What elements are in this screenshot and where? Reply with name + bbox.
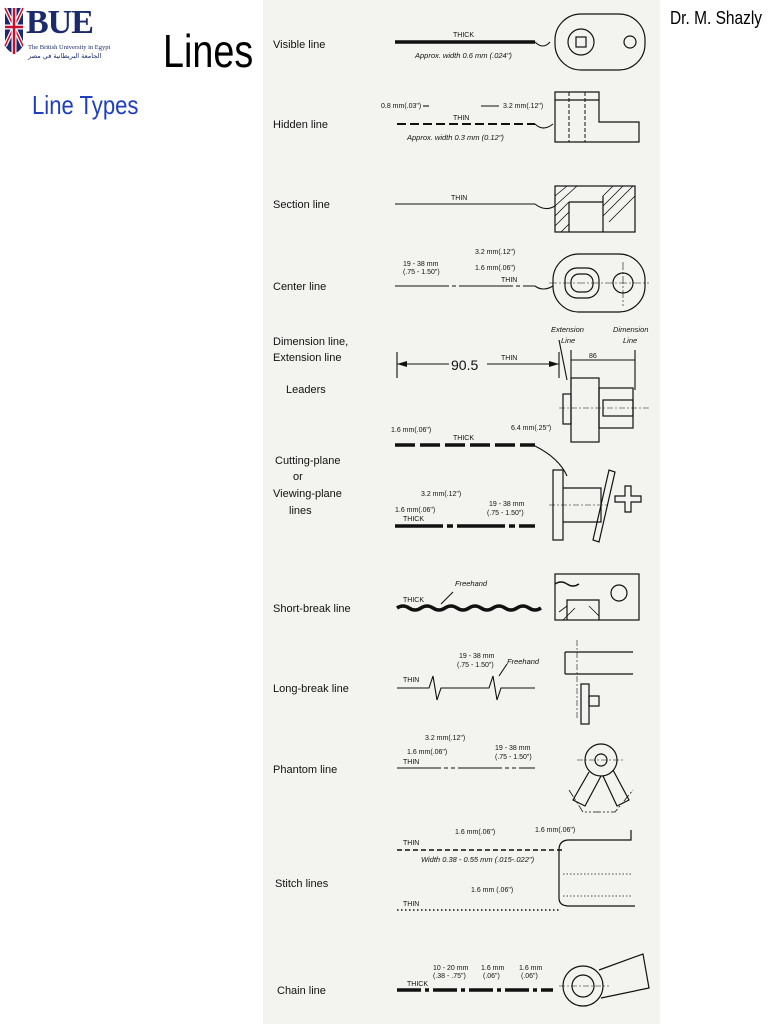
note-center-long-in: (.75 - 1.50") xyxy=(403,269,440,276)
note-hidden-width: Approx. width 0.3 mm (0.12") xyxy=(406,133,504,142)
dimension-line-part-drawing xyxy=(558,339,649,443)
note-center-long: 19 - 38 mm xyxy=(403,261,439,268)
note-hidden-dash: 0.8 mm(.03") xyxy=(381,103,421,110)
page-subtitle: Line Types xyxy=(32,90,139,120)
logo-subtitle-en: The British University in Egypt xyxy=(28,44,111,51)
phantom-line-sample: 3.2 mm(.12") 1.6 mm(.06") 19 - 38 mm (.7… xyxy=(397,735,634,813)
label-chain-line: Chain line xyxy=(277,985,326,997)
dimension-line-sample: 90.5 THIN Extension Line Dimension Line … xyxy=(396,325,649,443)
long-break-line-sample: 19 - 38 mm (.75 - 1.50") Freehand THIN xyxy=(397,640,633,725)
note-hidden-len: 3.2 mm(.12") xyxy=(503,103,543,110)
note-lb-long-in: (.75 - 1.50") xyxy=(457,662,494,669)
note-thick-short-break: THICK xyxy=(403,597,424,604)
section-line-part-drawing xyxy=(554,185,636,233)
note-st-16b: 1.6 mm(.06") xyxy=(535,827,575,834)
note-ch-1020: 10 - 20 mm xyxy=(433,965,469,972)
label-center-line: Center line xyxy=(273,281,326,293)
long-break-part-drawing xyxy=(564,640,633,725)
note-extension: Extension xyxy=(551,325,584,334)
author-name: Dr. M. Shazly xyxy=(669,8,762,28)
note-thin-stitch: THIN xyxy=(403,840,419,847)
label-extension-line: Extension line xyxy=(273,352,342,364)
label-or: or xyxy=(293,471,303,483)
note-thin-dim: THIN xyxy=(501,355,517,362)
logo-text: BUE xyxy=(26,4,94,41)
label-viewing-plane: Viewing-plane xyxy=(273,488,342,500)
label-long-break-line: Long-break line xyxy=(273,683,349,695)
note-extension-line: Line xyxy=(561,336,575,345)
note-cut-16b: 1.6 mm(.06") xyxy=(395,507,435,514)
phantom-line-part-drawing xyxy=(568,743,634,813)
short-break-line-sample: THICK Freehand xyxy=(396,573,640,621)
hidden-line-sample: 0.8 mm(.03") 3.2 mm(.12") THIN Approx. w… xyxy=(381,91,640,143)
line-types-figure: Visible line Hidden line Section line Ce… xyxy=(263,0,660,1024)
note-cut-long-in: (.75 - 1.50") xyxy=(487,510,524,517)
note-ph-long: 19 - 38 mm xyxy=(495,745,531,752)
note-cut-32: 3.2 mm(.12") xyxy=(421,491,461,498)
label-short-break-line: Short-break line xyxy=(273,603,351,615)
visible-line-sample: THICK Approx. width 0.6 mm (.024") xyxy=(395,13,646,71)
note-thin-long-break: THIN xyxy=(403,677,419,684)
label-leaders: Leaders xyxy=(286,384,326,396)
short-break-part-drawing xyxy=(554,573,640,621)
note-st-16c: 1.6 mm (.06") xyxy=(471,887,513,894)
label-cutting-plane: Cutting-plane xyxy=(275,455,340,467)
stitch-lines-part-drawing xyxy=(558,830,635,907)
label-stitch-lines: Stitch lines xyxy=(275,878,329,890)
note-dimension-line: Line xyxy=(623,336,637,345)
label-visible-line: Visible line xyxy=(273,39,325,51)
note-ph-32: 3.2 mm(.12") xyxy=(425,735,465,742)
note-thick-chain: THICK xyxy=(407,981,428,988)
label-dimension-line: Dimension line, xyxy=(273,336,348,348)
note-dim-86: 86 xyxy=(589,353,597,360)
note-cut-16: 1.6 mm(.06") xyxy=(391,427,431,434)
union-jack-shield-icon xyxy=(4,7,24,54)
label-phantom-line: Phantom line xyxy=(273,764,337,776)
note-ch-16: 1.6 mm xyxy=(481,965,505,972)
note-freehand-short: Freehand xyxy=(455,579,488,588)
label-section-line: Section line xyxy=(273,199,330,211)
line-types-drawing: Visible line Hidden line Section line Ce… xyxy=(273,13,650,1007)
note-thick-cut-2: THICK xyxy=(403,516,424,523)
stitch-lines-sample: 1.6 mm(.06") 1.6 mm(.06") THIN Width 0.3… xyxy=(397,827,635,911)
center-line-sample: 19 - 38 mm (.75 - 1.50") 3.2 mm(.12") 1.… xyxy=(395,249,649,313)
note-cut-64: 6.4 mm(.25") xyxy=(511,425,551,432)
note-thin-stitch-2: THIN xyxy=(403,901,419,908)
note-ch-16b-in: (.06") xyxy=(521,973,538,980)
logo-subtitle-ar: الجامعة البريطانية في مصر xyxy=(28,52,102,60)
note-ch-16b: 1.6 mm xyxy=(519,965,543,972)
note-thin-hidden: THIN xyxy=(453,115,469,122)
bue-logo: BUE The British University in Egypt الجا… xyxy=(4,4,110,64)
chain-line-part-drawing xyxy=(559,953,650,1007)
note-visible-width: Approx. width 0.6 mm (.024") xyxy=(414,51,512,60)
note-dimension: Dimension xyxy=(613,325,648,334)
section-line-sample: THIN xyxy=(395,185,636,233)
cutting-plane-sample: 1.6 mm(.06") 6.4 mm(.25") THICK 3.2 mm(.… xyxy=(391,425,642,543)
note-cut-long: 19 - 38 mm xyxy=(489,501,525,508)
visible-line-part-drawing xyxy=(554,13,646,71)
page-title: Lines xyxy=(163,25,254,77)
hidden-line-part-drawing xyxy=(554,91,640,143)
cutting-plane-part-drawing xyxy=(549,469,642,543)
note-ch-16-in: (.06") xyxy=(483,973,500,980)
note-center-short: 1.6 mm(.06") xyxy=(475,265,515,272)
chain-line-sample: 10 - 20 mm (.38 - .75") 1.6 mm (.06") 1.… xyxy=(397,953,650,1007)
note-ph-16: 1.6 mm(.06") xyxy=(407,749,447,756)
note-center-gap: 3.2 mm(.12") xyxy=(475,249,515,256)
note-st-16: 1.6 mm(.06") xyxy=(455,829,495,836)
note-thick: THICK xyxy=(453,32,474,39)
note-ph-long-in: (.75 - 1.50") xyxy=(495,754,532,761)
note-lb-long: 19 - 38 mm xyxy=(459,653,495,660)
center-line-part-drawing xyxy=(549,253,649,313)
label-hidden-line: Hidden line xyxy=(273,119,328,131)
note-thin-phantom: THIN xyxy=(403,759,419,766)
note-st-width: Width 0.38 - 0.55 mm (.015-.022") xyxy=(421,855,535,864)
note-thin-section: THIN xyxy=(451,195,467,202)
note-dim-value: 90.5 xyxy=(451,357,478,373)
label-lines: lines xyxy=(289,505,312,517)
note-ch-1020-in: (.38 - .75") xyxy=(433,973,466,980)
note-thin-center: THIN xyxy=(501,277,517,284)
note-freehand-long: Freehand xyxy=(507,657,540,666)
note-thick-cut: THICK xyxy=(453,435,474,442)
